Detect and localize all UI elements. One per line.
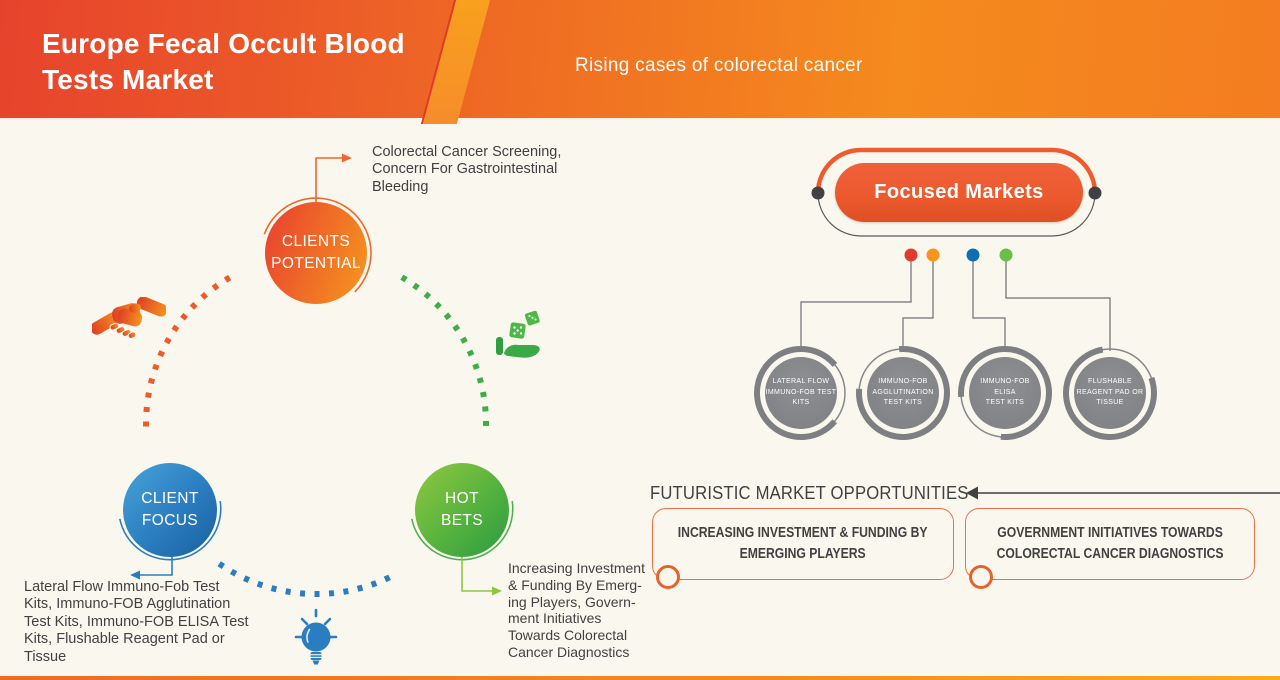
hand-dice-icon — [496, 310, 540, 358]
note-client-focus: Lateral Flow Immuno-Fob Test Kits, Immun… — [24, 579, 249, 665]
header-banner — [0, 0, 1280, 124]
market-circle-agglutination: IMMUNO-FOB AGGLUTINATION TEST KITS — [867, 357, 939, 429]
dotted-arc-green — [400, 274, 489, 431]
opportunity-box-investment-label: INCREASING INVESTMENT & FUNDING BY EMERG… — [678, 524, 928, 562]
arrow-hotbets-head — [492, 586, 502, 596]
market-dot-3 — [966, 248, 980, 262]
opportunity-box-government: GOVERNMENT INITIATIVES TOWARDS COLORECTA… — [965, 508, 1255, 580]
lightbulb-icon — [294, 608, 338, 665]
focused-capsule-bottom-arc — [817, 192, 1096, 237]
market-circle-flushable: FLUSHABLE REAGENT PAD OR TISSUE — [1074, 357, 1146, 429]
opportunity-ring-2 — [969, 565, 993, 589]
dotted-arc-orange — [143, 274, 232, 431]
bottom-accent-bar — [0, 676, 1280, 680]
ring-arc-clients — [263, 197, 372, 293]
opportunities-arrow-head — [966, 486, 978, 500]
arrow-clients-head — [342, 153, 352, 163]
page-title: Europe Fecal Occult Blood Tests Market — [42, 28, 405, 96]
focused-markets-pill: Focused Markets — [835, 163, 1083, 222]
handshake-icon — [92, 297, 166, 339]
market-ring-3 — [958, 346, 1052, 440]
market-circle-lateral-flow: LATERAL FLOW IMMUNO-FOB TEST KITS — [765, 357, 837, 429]
arrow-hotbets-callout — [461, 557, 492, 592]
market-ring-4 — [1063, 346, 1157, 440]
connector-market-1 — [800, 255, 912, 351]
market-dot-1 — [904, 248, 918, 262]
capsule-end-dot-left — [811, 186, 825, 200]
dotted-arc-blue — [217, 561, 398, 598]
capsule-end-dot-right — [1088, 186, 1102, 200]
note-hot-bets: Increasing Investment & Funding By Emerg… — [508, 560, 645, 660]
ring-arc-focus — [119, 500, 222, 561]
opportunity-ring-1 — [656, 565, 680, 589]
market-circle-elisa: IMMUNO-FOB ELISA TEST KITS — [969, 357, 1041, 429]
arrow-focus-head — [130, 570, 140, 580]
arrow-focus-callout — [140, 556, 173, 576]
opportunities-heading: FUTURISTIC MARKET OPPORTUNITIES — [650, 482, 969, 503]
note-clients-potential: Colorectal Cancer Screening, Concern For… — [372, 144, 562, 195]
arrow-clients-callout — [315, 157, 342, 202]
cycle-circle-client-focus: CLIENT FOCUS — [123, 463, 217, 557]
market-dot-4 — [999, 248, 1013, 262]
market-ring-2 — [856, 346, 950, 440]
connector-market-2 — [902, 255, 934, 351]
focused-capsule-top-arc — [815, 147, 1098, 196]
cycle-circle-clients-potential: CLIENTS POTENTIAL — [265, 202, 367, 304]
opportunity-box-investment: INCREASING INVESTMENT & FUNDING BY EMERG… — [652, 508, 954, 580]
market-ring-1 — [754, 346, 848, 440]
connector-market-4 — [1005, 255, 1111, 351]
ring-arc-hotbets — [411, 500, 514, 561]
cycle-circle-hot-bets: HOT BETS — [415, 463, 509, 557]
connector-market-3 — [972, 255, 1006, 351]
page-subtitle: Rising cases of colorectal cancer — [575, 55, 863, 76]
market-dot-2 — [926, 248, 940, 262]
opportunity-box-government-label: GOVERNMENT INITIATIVES TOWARDS COLORECTA… — [996, 524, 1224, 562]
